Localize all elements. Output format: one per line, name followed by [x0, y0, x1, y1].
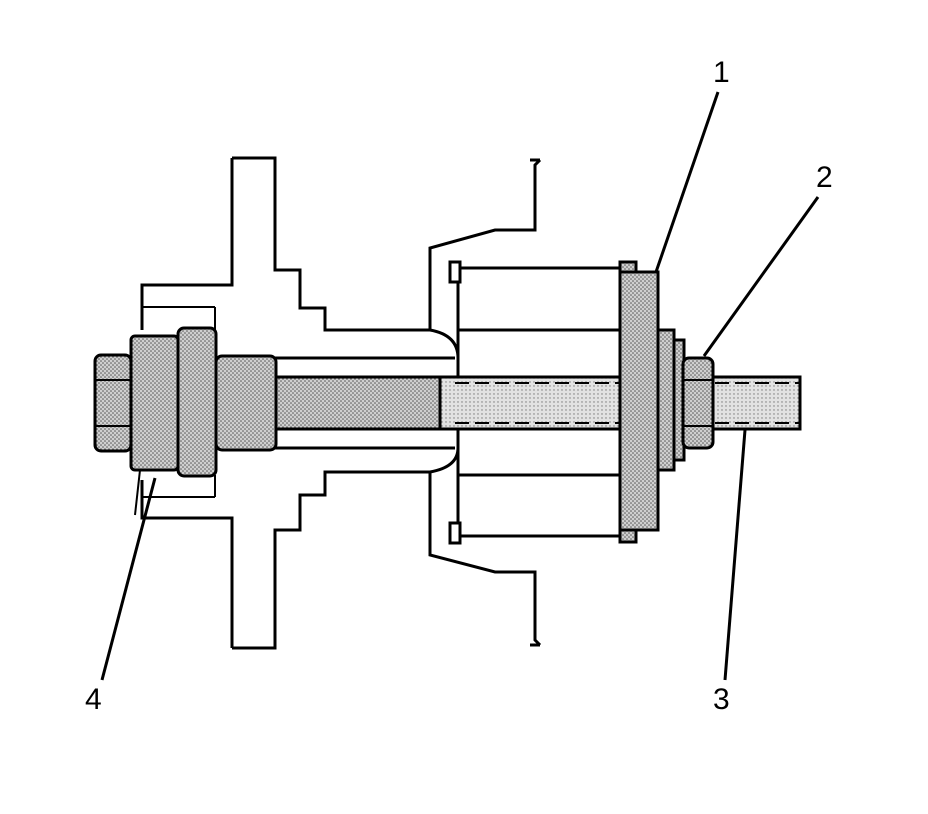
nut [681, 356, 715, 450]
callout-1: 1 [713, 56, 730, 89]
forcing-bolt [93, 326, 278, 478]
threaded-rod [273, 375, 802, 431]
callout-4: 4 [85, 683, 102, 716]
callout-2: 2 [816, 161, 833, 194]
housing [428, 158, 542, 647]
puller-plate [618, 260, 686, 544]
leader-1 [654, 91, 720, 273]
leader-4 [100, 477, 157, 681]
hub-flange [140, 156, 455, 650]
leader-2 [702, 196, 820, 357]
leader-3 [723, 429, 747, 681]
callout-3: 3 [713, 683, 730, 716]
leader-lines [100, 91, 820, 681]
